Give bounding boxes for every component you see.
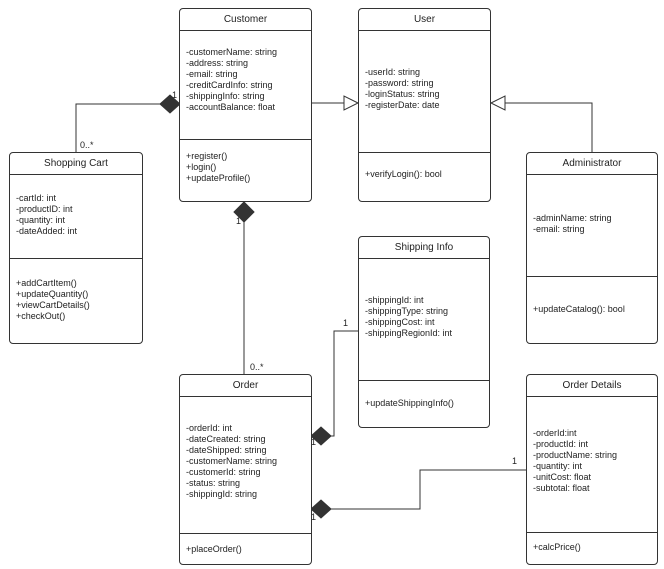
class-order-methods: +placeOrder() (180, 544, 311, 555)
multiplicity-customer-order-customer: 1 (236, 216, 242, 226)
class-order-attribute: -shippingId: string (186, 489, 258, 499)
class-customer-attribute: -accountBalance: float (186, 102, 276, 112)
multiplicity-customer-cart-cart: 0..* (80, 140, 94, 150)
class-order-divider (180, 533, 311, 534)
class-administrator[interactable]: Administrator -adminName: string -email:… (526, 152, 658, 344)
class-order-details[interactable]: Order Details -orderId:int -productId: i… (526, 374, 658, 565)
class-shipping-info-attribute: -shippingCost: int (365, 317, 435, 327)
class-order-details-attribute: -orderId:int (533, 428, 577, 438)
class-order-details-method: +calcPrice() (533, 542, 581, 552)
class-user-method: +verifyLogin(): bool (365, 169, 442, 179)
order-details-composition-diamond (310, 499, 332, 519)
class-shipping-info-attribute: -shippingId: int (365, 295, 424, 305)
class-order[interactable]: Order -orderId: int -dateCreated: string… (179, 374, 312, 565)
class-order-details-attributes: -orderId:int -productId: int -productNam… (527, 428, 657, 494)
order-shipping-association-line (331, 330, 358, 437)
class-user[interactable]: User -userId: string -password: string -… (358, 8, 491, 202)
class-user-methods: +verifyLogin(): bool (359, 169, 490, 180)
class-shipping-info-title: Shipping Info (359, 237, 489, 259)
class-shopping-cart-method: +updateQuantity() (16, 289, 89, 299)
class-shipping-info-attributes: -shippingId: int -shippingType: string -… (359, 295, 489, 339)
class-customer-attribute: -address: string (186, 58, 249, 68)
multiplicity-customer-order-order: 0..* (250, 362, 264, 372)
admin-user-generalization-arrowhead (489, 95, 506, 111)
class-administrator-methods: +updateCatalog(): bool (527, 304, 657, 315)
class-shopping-cart-methods: +addCartItem() +updateQuantity() +viewCa… (10, 278, 142, 322)
class-customer-attributes: -customerName: string -address: string -… (180, 47, 311, 113)
class-shopping-cart-title: Shopping Cart (10, 153, 142, 175)
class-shopping-cart-divider (10, 258, 142, 259)
class-order-details-methods: +calcPrice() (527, 542, 657, 553)
class-shipping-info[interactable]: Shipping Info -shippingId: int -shipping… (358, 236, 490, 428)
class-customer-divider (180, 139, 311, 140)
class-customer-title: Customer (180, 9, 311, 31)
class-customer-method: +login() (186, 162, 217, 172)
class-order-details-attribute: -productName: string (533, 450, 618, 460)
multiplicity-order-details-details: 1 (512, 456, 518, 466)
class-order-attribute: -customerId: string (186, 467, 261, 477)
order-shipping-composition-diamond (310, 426, 332, 446)
class-order-attributes: -orderId: int -dateCreated: string -date… (180, 423, 311, 500)
class-customer-attribute: -creditCardInfo: string (186, 80, 273, 90)
class-customer-attribute: -email: string (186, 69, 238, 79)
class-shipping-info-divider (359, 380, 489, 381)
class-shopping-cart-attribute: -quantity: int (16, 215, 66, 225)
class-shopping-cart-attribute: -productID: int (16, 204, 73, 214)
class-shopping-cart-method: +addCartItem() (16, 278, 77, 288)
class-order-attribute: -orderId: int (186, 423, 233, 433)
multiplicity-order-details-order: 1 (311, 512, 317, 522)
class-administrator-attributes: -adminName: string -email: string (527, 213, 657, 235)
multiplicity-order-shipping-order: 1 (311, 437, 317, 447)
class-customer[interactable]: Customer -customerName: string -address:… (179, 8, 312, 202)
class-shipping-info-method: +updateShippingInfo() (365, 398, 454, 408)
class-shopping-cart-method: +viewCartDetails() (16, 300, 90, 310)
class-shipping-info-attribute: -shippingType: string (365, 306, 449, 316)
class-order-details-title: Order Details (527, 375, 657, 397)
class-administrator-title: Administrator (527, 153, 657, 175)
class-user-attribute: -password: string (365, 78, 434, 88)
class-customer-method: +updateProfile() (186, 173, 251, 183)
class-user-title: User (359, 9, 490, 31)
class-order-details-attribute: -productId: int (533, 439, 589, 449)
order-details-association-line (331, 469, 526, 510)
multiplicity-order-shipping-shipping: 1 (343, 318, 349, 328)
class-order-method: +placeOrder() (186, 544, 242, 554)
class-user-attribute: -registerDate: date (365, 100, 440, 110)
class-order-attribute: -dateShipped: string (186, 445, 267, 455)
customer-user-generalization-arrowhead (343, 95, 360, 111)
customer-cart-association-line (75, 103, 160, 152)
admin-user-generalization-line (505, 102, 593, 152)
customer-order-composition-diamond (233, 201, 255, 223)
class-order-attribute: -customerName: string (186, 456, 278, 466)
class-customer-attribute: -customerName: string (186, 47, 278, 57)
class-shipping-info-attribute: -shippingRegionId: int (365, 328, 453, 338)
class-user-attributes: -userId: string -password: string -login… (359, 67, 490, 111)
class-shopping-cart-attributes: -cartId: int -productID: int -quantity: … (10, 193, 142, 237)
class-order-details-attribute: -subtotal: float (533, 483, 590, 493)
class-order-details-attribute: -quantity: int (533, 461, 583, 471)
class-customer-methods: +register() +login() +updateProfile() (180, 151, 311, 184)
multiplicity-customer-cart-customer: 1 (172, 90, 178, 100)
class-shopping-cart-attribute: -cartId: int (16, 193, 57, 203)
class-customer-attribute: -shippingInfo: string (186, 91, 265, 101)
class-customer-method: +register() (186, 151, 228, 161)
class-user-divider (359, 152, 490, 153)
class-user-attribute: -loginStatus: string (365, 89, 440, 99)
class-administrator-attribute: -adminName: string (533, 213, 612, 223)
class-shopping-cart[interactable]: Shopping Cart -cartId: int -productID: i… (9, 152, 143, 344)
class-administrator-attribute: -email: string (533, 224, 585, 234)
class-order-attribute: -dateCreated: string (186, 434, 266, 444)
class-shopping-cart-method: +checkOut() (16, 311, 66, 321)
class-order-title: Order (180, 375, 311, 397)
class-administrator-method: +updateCatalog(): bool (533, 304, 625, 314)
class-administrator-divider (527, 276, 657, 277)
class-shipping-info-methods: +updateShippingInfo() (359, 398, 489, 409)
class-order-attribute: -status: string (186, 478, 241, 488)
class-order-details-divider (527, 532, 657, 533)
class-user-attribute: -userId: string (365, 67, 421, 77)
class-order-details-attribute: -unitCost: float (533, 472, 592, 482)
class-shopping-cart-attribute: -dateAdded: int (16, 226, 78, 236)
